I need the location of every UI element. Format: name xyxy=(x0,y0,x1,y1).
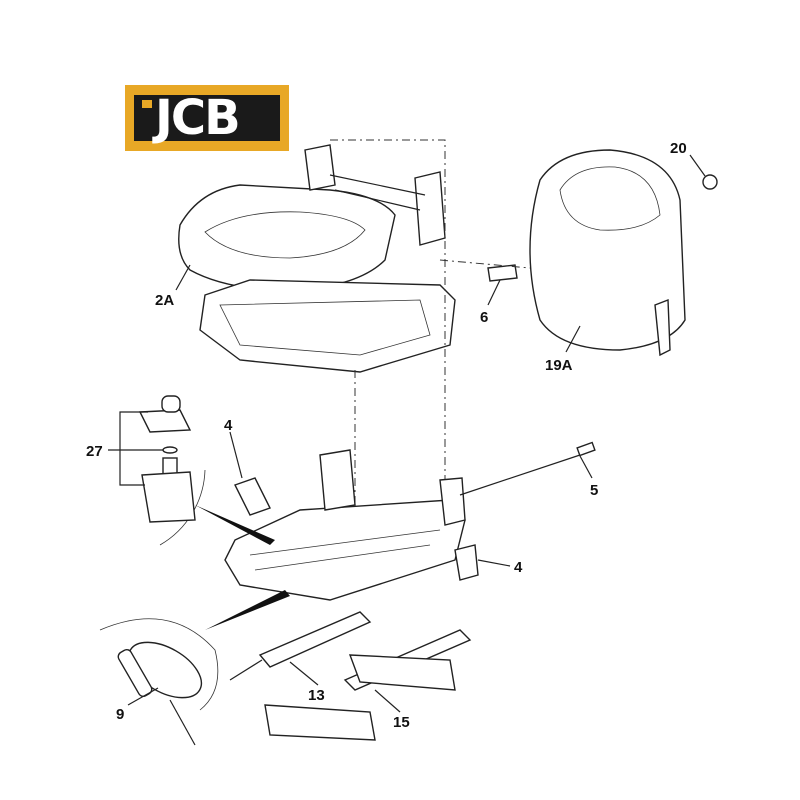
callout-13: 13 xyxy=(289,661,325,704)
slide-rails-drawing xyxy=(229,611,472,741)
spring-detail-circle xyxy=(99,590,290,746)
callout-9: 9 xyxy=(116,687,159,723)
callout-5: 5 xyxy=(579,455,598,499)
svg-text:13: 13 xyxy=(308,687,325,704)
callout-2a: 2A xyxy=(155,264,191,309)
jcb-logo: JCB xyxy=(125,85,289,151)
svg-text:19A: 19A xyxy=(545,357,573,374)
svg-text:9: 9 xyxy=(116,706,124,723)
callout-27: 27 xyxy=(86,443,163,460)
svg-text:20: 20 xyxy=(670,140,687,157)
cable-connector-drawing xyxy=(576,441,596,457)
svg-text:6: 6 xyxy=(480,309,488,326)
seat-cushion-drawing xyxy=(178,144,446,291)
spring-drawing xyxy=(487,264,518,282)
bracket-left-drawing xyxy=(234,477,271,516)
callout-20: 20 xyxy=(670,140,706,177)
callout-6: 6 xyxy=(480,279,501,326)
backrest-drawing xyxy=(529,149,686,357)
callout-4-right: 4 xyxy=(477,559,523,576)
seat-frame-drawing xyxy=(224,449,581,601)
callout-15: 15 xyxy=(374,689,410,731)
svg-text:15: 15 xyxy=(393,714,410,731)
svg-text:2A: 2A xyxy=(155,292,174,309)
seat-pan-drawing xyxy=(199,279,456,373)
svg-text:4: 4 xyxy=(224,417,233,434)
callout-19a: 19A xyxy=(545,325,581,374)
svg-text:5: 5 xyxy=(590,482,598,499)
bracket-right-drawing xyxy=(454,544,479,581)
svg-text:27: 27 xyxy=(86,443,103,460)
callout-4-left: 4 xyxy=(224,417,243,479)
seat-switch-detail xyxy=(119,395,275,546)
svg-text:4: 4 xyxy=(514,559,523,576)
knob-drawing xyxy=(702,174,718,190)
